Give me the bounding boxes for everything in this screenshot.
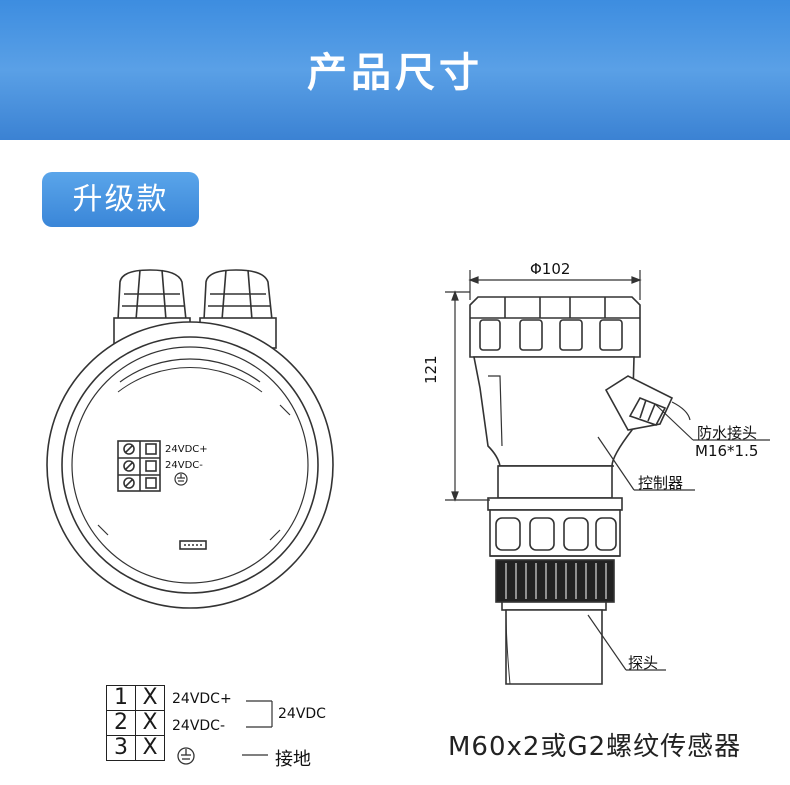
terminal-minus-label: 24VDC- [165,460,203,471]
header-banner: 产品尺寸 [0,0,790,140]
wiring-mark: X [135,735,165,761]
page-title: 产品尺寸 [307,50,483,96]
connector-label: 防水接头 [697,424,758,442]
connector-spec-label: M16*1.5 [695,442,759,460]
height-label: 121 [422,355,440,384]
ground-label: 接地 [275,749,311,770]
controller-body [473,356,635,467]
wiring-label-plus: 24VDC+ [172,691,232,707]
wiring-row: 1 X [106,685,165,711]
connector-port [179,540,207,550]
wiring-label-minus: 24VDC- [172,718,225,734]
wiring-mark: X [135,710,165,736]
probe-body [505,609,603,685]
wiring-row: 2 X [106,710,165,736]
terminal-block [117,440,161,492]
housing-cap [469,296,641,358]
wiring-table: 1 X 2 X 3 X [106,685,165,761]
cover-ring [71,346,309,584]
side-view [469,296,691,685]
wiring-num: 2 [106,710,136,736]
wiring-num: 1 [106,685,136,711]
mounting-neck [497,465,613,499]
housing-inner-ring [61,336,319,594]
wiring-row: 3 X [106,735,165,761]
wiring-group-label: 24VDC [278,706,326,722]
terminal-plus-label: 24VDC+ [165,444,208,455]
dimension-lines [242,270,770,756]
controller-label: 控制器 [638,474,684,492]
waterproof-connector [604,375,691,431]
product-caption: M60x2或G2螺纹传感器 [448,732,742,762]
wiring-mark: X [135,685,165,711]
wiring-num: 3 [106,735,136,761]
ground-symbol-front [174,472,188,486]
hex-nut [489,509,621,557]
version-badge: 升级款 [42,172,199,227]
front-view [46,269,334,609]
probe-label: 探头 [628,654,659,672]
ground-icon [177,747,195,765]
housing-outer-ring [46,321,334,609]
diameter-label: Φ102 [530,260,571,278]
